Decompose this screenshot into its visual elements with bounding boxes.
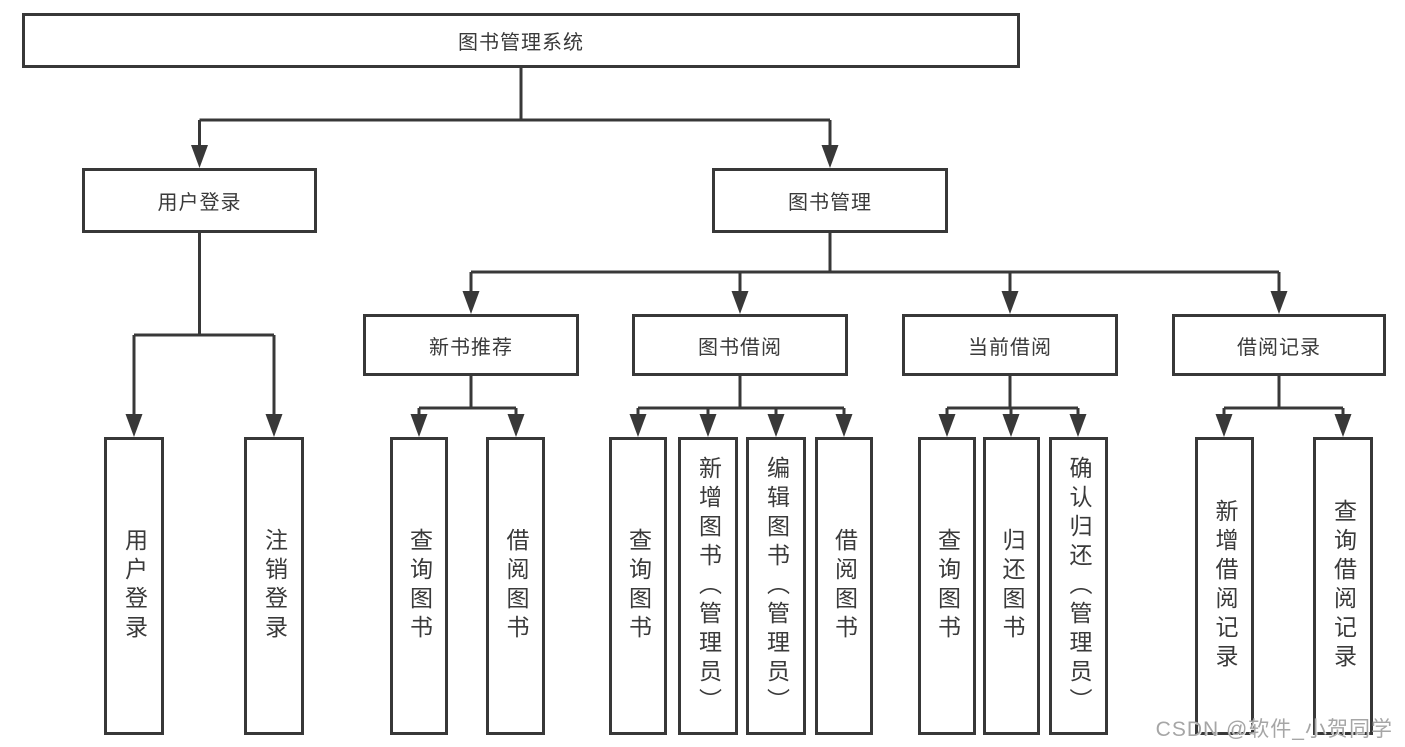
node-current-borrow-label: 当前借阅	[968, 336, 1052, 359]
node-borrow-records-label: 借阅记录	[1237, 336, 1321, 359]
node-new-book-recommend: 新书推荐	[363, 314, 579, 376]
leaf-bb-borrow-books-label: 借阅图书	[831, 528, 858, 644]
leaf-cb-confirm-return-admin-label: 确认归还（管理员）	[1066, 455, 1092, 717]
node-book-borrow: 图书借阅	[632, 314, 848, 376]
node-borrow-records: 借阅记录	[1172, 314, 1386, 376]
leaf-nb-query-books: 查询图书	[390, 437, 448, 735]
node-root-label: 图书管理系统	[458, 32, 584, 54]
leaf-bb-edit-books-admin: 编辑图书（管理员）	[746, 437, 806, 735]
leaf-nb-borrow-books: 借阅图书	[486, 437, 545, 735]
csdn-watermark: CSDN @软件_小贺同学	[1155, 718, 1393, 741]
leaf-bb-edit-books-admin-label: 编辑图书（管理员）	[763, 455, 790, 717]
leaf-cb-query-books-label: 查询图书	[934, 528, 961, 644]
leaf-cb-query-books: 查询图书	[918, 437, 976, 735]
node-book-management: 图书管理	[712, 168, 948, 233]
leaf-logout: 注销登录	[244, 437, 304, 735]
node-book-management-label: 图书管理	[788, 192, 872, 214]
leaf-br-query-record-label: 查询借阅记录	[1330, 499, 1357, 673]
leaf-bb-query-books-label: 查询图书	[625, 528, 652, 644]
arrowheads	[125, 145, 1352, 437]
leaf-cb-return-books: 归还图书	[983, 437, 1040, 735]
leaf-bb-add-books-admin-label: 新增图书（管理员）	[695, 455, 722, 717]
leaf-br-add-record-label: 新增借阅记录	[1212, 499, 1238, 673]
node-current-borrow: 当前借阅	[902, 314, 1118, 376]
leaf-br-query-record: 查询借阅记录	[1313, 437, 1373, 735]
node-user-login: 用户登录	[82, 168, 317, 233]
leaf-user-login-label: 用户登录	[121, 528, 148, 644]
leaf-cb-confirm-return-admin: 确认归还（管理员）	[1049, 437, 1108, 735]
leaf-user-login: 用户登录	[104, 437, 164, 735]
node-book-borrow-label: 图书借阅	[698, 336, 782, 359]
leaf-logout-label: 注销登录	[261, 528, 288, 644]
leaf-bb-query-books: 查询图书	[609, 437, 667, 735]
leaf-bb-add-books-admin: 新增图书（管理员）	[678, 437, 738, 735]
leaf-nb-borrow-books-label: 借阅图书	[503, 528, 529, 644]
node-new-book-recommend-label: 新书推荐	[429, 336, 513, 359]
leaf-br-add-record: 新增借阅记录	[1195, 437, 1254, 735]
leaf-bb-borrow-books: 借阅图书	[815, 437, 873, 735]
leaf-cb-return-books-label: 归还图书	[999, 528, 1025, 644]
leaf-nb-query-books-label: 查询图书	[406, 528, 433, 644]
node-user-login-label: 用户登录	[157, 192, 242, 214]
node-root-library-system: 图书管理系统	[22, 13, 1020, 68]
